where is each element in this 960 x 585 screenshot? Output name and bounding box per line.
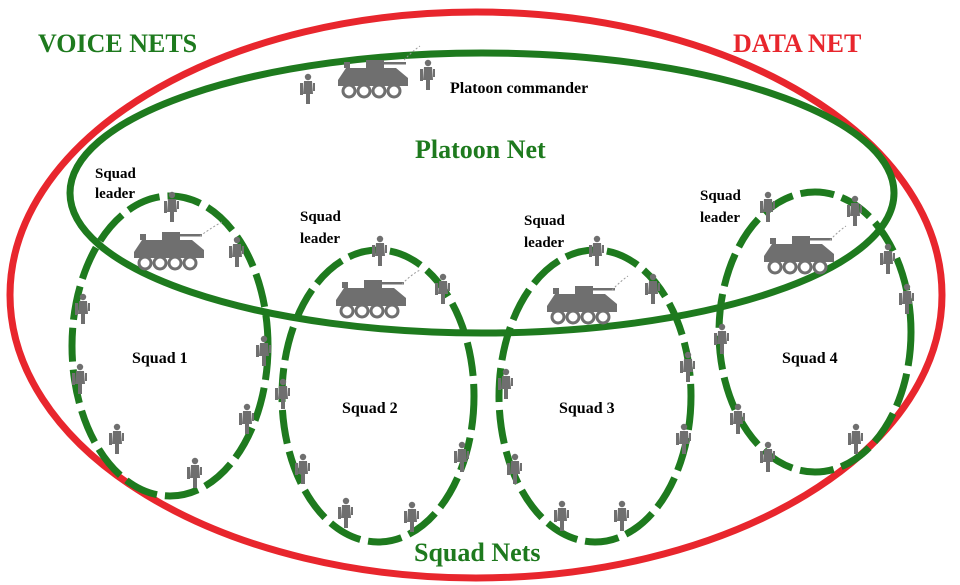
soldier-icon	[338, 497, 353, 528]
squad-labels: Squad 1 Squad 2 Squad 3 Squad 4	[132, 350, 838, 417]
armored-vehicle-icon	[334, 278, 408, 319]
platoon-net-label: Platoon Net	[415, 135, 546, 164]
soldier-icon	[109, 423, 124, 454]
platoon-net-ellipse	[66, 49, 898, 337]
soldier-icon	[275, 378, 290, 409]
squad-leader-line-1: Squad	[700, 188, 742, 204]
squad-leader-line-1: Squad	[524, 213, 566, 229]
squad-leader-line-1: Squad	[300, 209, 342, 225]
squad-leader-labels: Squad leader Squad leader Squad leader S…	[95, 166, 745, 251]
squad-leader-label-3: Squad leader	[524, 213, 569, 251]
soldier-icon	[420, 59, 435, 90]
squad-1-label: Squad 1	[132, 350, 188, 367]
squad-nets-label: Squad Nets	[414, 538, 540, 567]
squad-leader-line-2: leader	[300, 231, 340, 247]
squad-leader-line-1: Squad	[95, 166, 137, 182]
soldier-icon	[372, 235, 387, 266]
squad-leader-line-2: leader	[700, 210, 740, 226]
armored-vehicle-icon	[545, 284, 619, 325]
armored-vehicle-icon	[132, 230, 206, 271]
soldier-icon	[300, 73, 315, 104]
squad-4-net	[715, 188, 915, 476]
antenna-lines	[199, 45, 847, 291]
platoon-commander-label: Platoon commander	[450, 80, 588, 97]
squad-3-label: Squad 3	[559, 400, 615, 417]
squad-2-label: Squad 2	[342, 400, 398, 417]
soldier-icon	[848, 423, 863, 454]
soldier-icon	[187, 457, 202, 488]
soldier-icon	[589, 235, 604, 266]
squad-4-label: Squad 4	[782, 350, 838, 367]
armored-vehicle-icon	[336, 58, 410, 99]
squad-leader-line-2: leader	[95, 186, 135, 202]
armored-vehicle-icon	[762, 234, 836, 275]
squad-leader-label-4: Squad leader	[700, 188, 745, 226]
soldier-icon	[680, 351, 695, 382]
voice-nets-label: VOICE NETS	[38, 29, 197, 58]
soldier-icon	[614, 500, 629, 531]
data-net-label: DATA NET	[733, 29, 861, 58]
squad-leader-label-2: Squad leader	[300, 209, 345, 247]
data-net-ellipse	[6, 8, 946, 582]
squad-leader-label-1: Squad leader	[95, 166, 140, 202]
squad-3-net	[495, 246, 695, 546]
squad-leader-line-2: leader	[524, 235, 564, 251]
